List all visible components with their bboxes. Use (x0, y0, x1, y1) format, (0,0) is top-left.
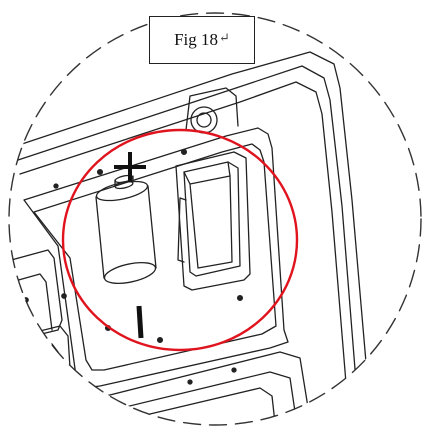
battery-cell (95, 174, 157, 284)
positive-polarity-label: + (118, 148, 137, 182)
detail-view-boundary (8, 12, 422, 426)
figure-caption-box: Fig 18↵ (149, 16, 255, 64)
highlight-circle (61, 128, 299, 352)
battery-terminal-slot (175, 151, 251, 291)
negative-polarity-label: I (134, 302, 145, 336)
figure-caption-text: Fig 18 (174, 30, 219, 49)
return-mark: ↵ (219, 30, 230, 45)
